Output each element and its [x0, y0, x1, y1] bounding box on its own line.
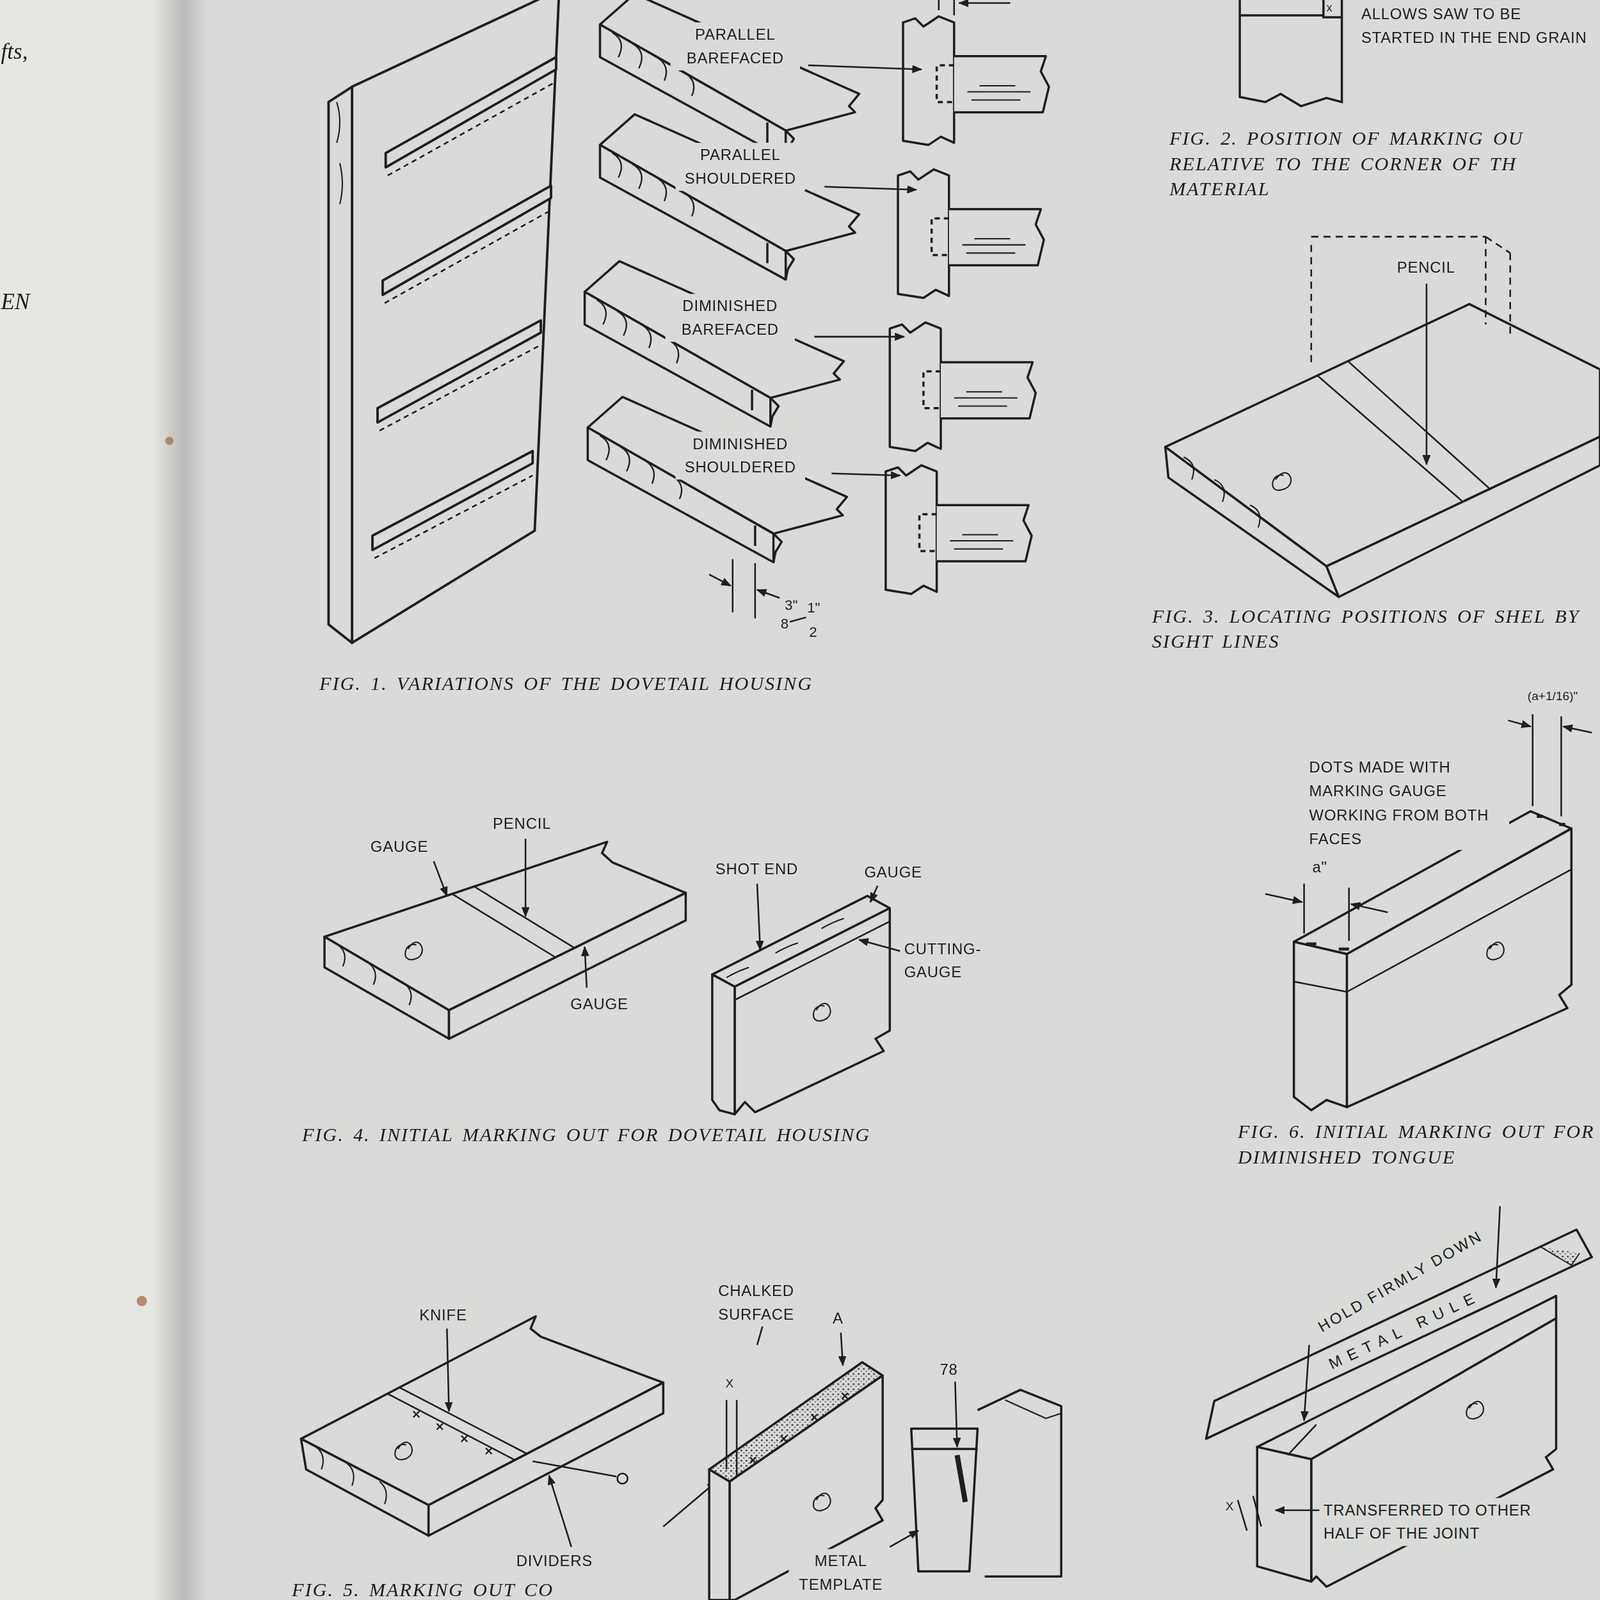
part-label: PENCIL [1395, 255, 1456, 280]
part-label: PENCIL [491, 811, 552, 836]
part-label: KNIFE [418, 1303, 469, 1327]
part-label: DIVIDERS [515, 1548, 594, 1573]
dimension-label: 2 [808, 624, 819, 641]
part-label: PARALLEL SHOULDERED [675, 142, 805, 191]
fig7-drawing [1206, 1206, 1593, 1588]
callout-number: 78 [938, 1357, 959, 1382]
note-label: ALLOWS SAW TO BE STARTED IN THE END GRAI… [1360, 1, 1592, 50]
figure-caption: FIG. 6. INITIAL MARKING OUT FOR DIMINISH… [1236, 1119, 1600, 1170]
fig3-drawing [1165, 236, 1600, 598]
part-label: GAUGE [369, 834, 430, 859]
fig6-drawing [1265, 714, 1592, 1111]
part-label: DIMINISHED SHOULDERED [675, 431, 805, 479]
fig4-drawing [324, 839, 900, 1115]
dimension-label: X [724, 1377, 735, 1391]
part-label: SHOT END [714, 856, 800, 881]
part-label: GAUGE [863, 860, 924, 884]
margin-text: EN [0, 288, 31, 316]
figure-caption: FIG. 1. VARIATIONS OF THE DOVETAIL HOUSI… [318, 671, 814, 697]
margin-text: fts, [0, 39, 29, 66]
dimension-label: 8 [779, 616, 790, 633]
fig5-drawing [300, 1281, 1062, 1600]
mark-label: X [1224, 1500, 1235, 1514]
dimension-label: (a+1/16)" [1526, 689, 1579, 704]
callout-letter: A [831, 1306, 845, 1330]
figure-caption: FIG. 3. LOCATING POSITIONS OF SHEL BY SI… [1150, 604, 1598, 655]
part-label: PARALLEL BAREFACED [670, 22, 800, 70]
part-label: CUTTING- GAUGE [903, 936, 1008, 985]
dimension-label: 1" [806, 600, 822, 617]
dimension-label: 3" [783, 597, 799, 614]
figure-caption: FIG. 5. MARKING OUT CO [290, 1577, 555, 1600]
part-label: DIMINISHED BAREFACED [665, 293, 795, 342]
part-label: METAL TEMPLATE [788, 1548, 893, 1597]
part-label: CHALKED SURFACE [698, 1278, 814, 1327]
figure-caption: FIG. 4. INITIAL MARKING OUT FOR DOVETAIL… [300, 1122, 875, 1148]
mark-label: x [1325, 1, 1334, 14]
dimension-label: a" [1311, 855, 1329, 879]
figure-caption: FIG. 2. POSITION OF MARKING OU RELATIVE … [1168, 126, 1598, 203]
part-label: GAUGE [569, 992, 630, 1016]
note-label: DOTS MADE WITH MARKING GAUGE WORKING FRO… [1308, 755, 1510, 850]
fig1-drawing [328, 0, 1049, 643]
fig2-drawing [1239, 0, 1342, 107]
note-label: TRANSFERRED TO OTHER HALF OF THE JOINT [1322, 1498, 1534, 1546]
